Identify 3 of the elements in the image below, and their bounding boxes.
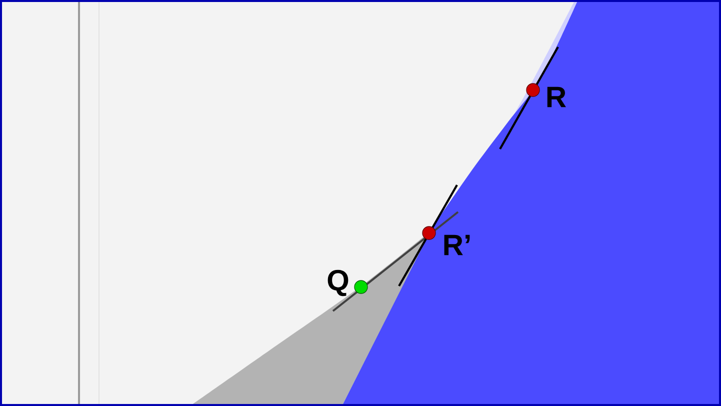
point-label: R’ bbox=[444, 234, 470, 256]
point-label: Q bbox=[328, 270, 348, 296]
point-label: R bbox=[547, 86, 566, 108]
